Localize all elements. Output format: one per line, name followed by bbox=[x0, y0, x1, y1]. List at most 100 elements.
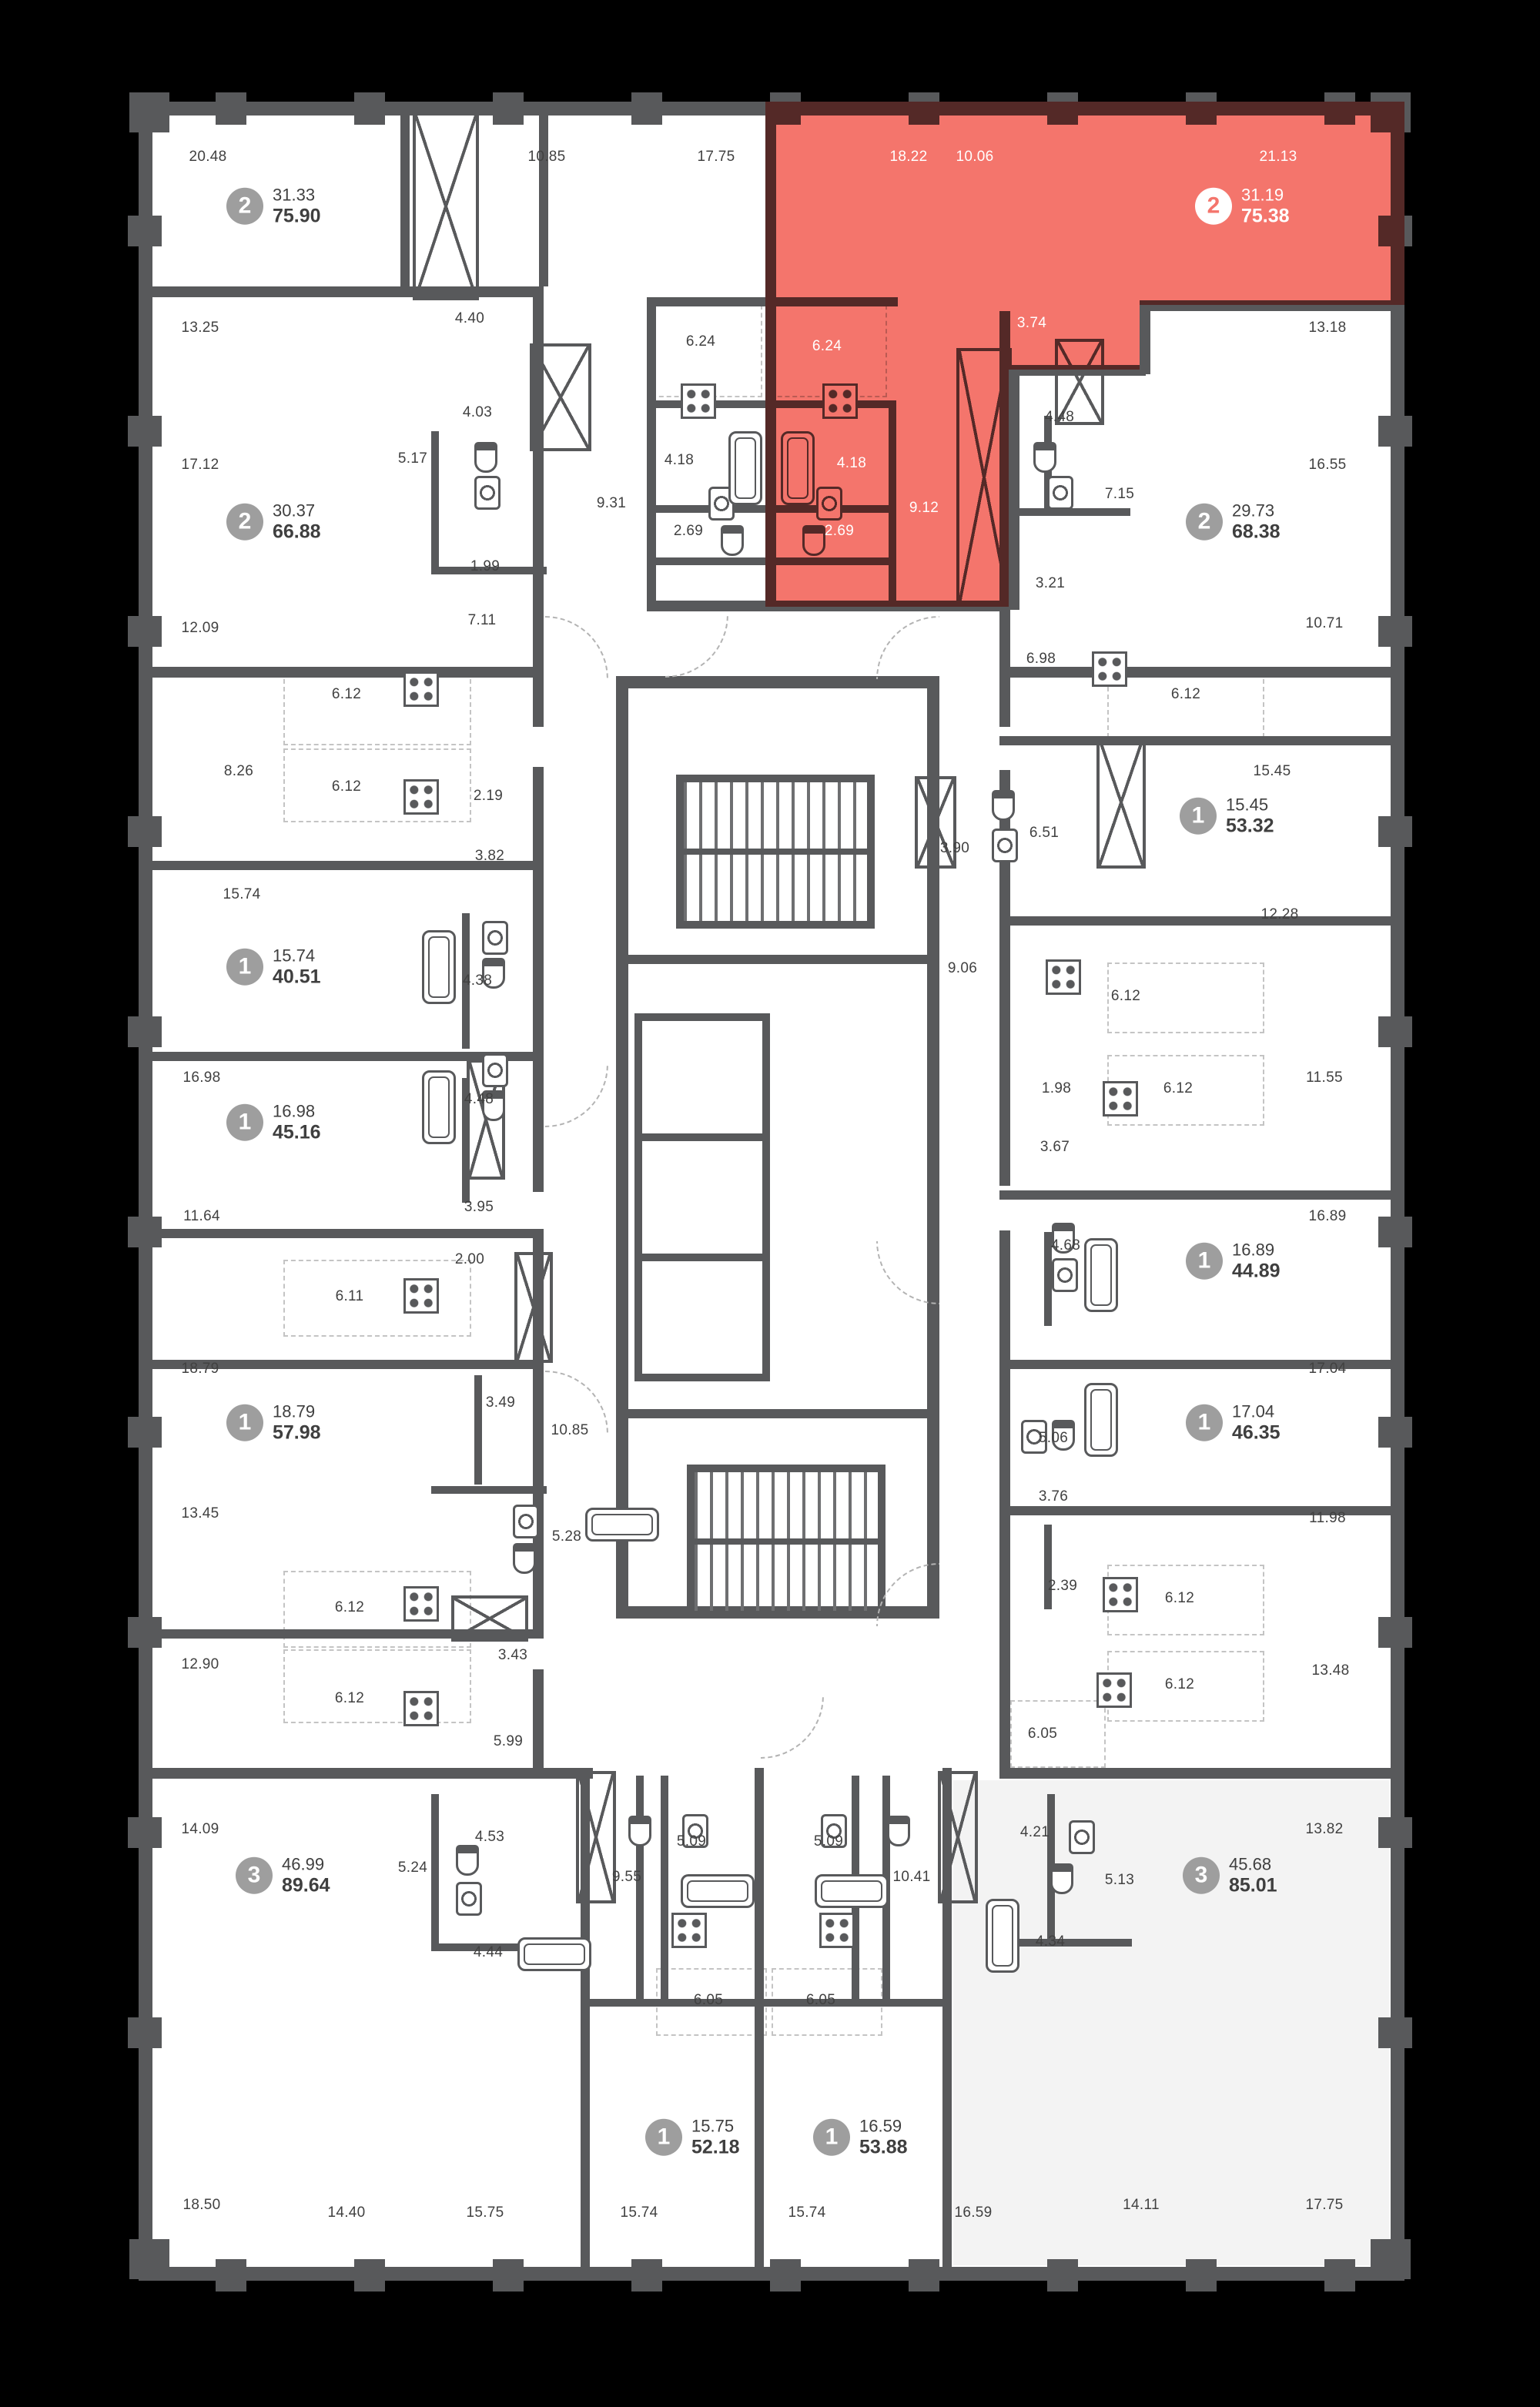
column-stub bbox=[128, 216, 162, 246]
dimension-label: 17.12 bbox=[181, 457, 219, 473]
total-area-value: 89.64 bbox=[282, 1874, 330, 1896]
dimension-label: 15.75 bbox=[466, 2204, 504, 2221]
wall bbox=[628, 1409, 927, 1418]
living-area-value: 16.59 bbox=[859, 2116, 902, 2136]
room-count-badge: 1 bbox=[1186, 1404, 1223, 1441]
column-stub bbox=[354, 2259, 385, 2292]
column-stub bbox=[1378, 2017, 1412, 2048]
dimension-label: 5.06 bbox=[1038, 1430, 1069, 1446]
shaft-icon bbox=[915, 776, 956, 869]
column-stub bbox=[128, 816, 162, 847]
living-area-value: 29.73 bbox=[1232, 500, 1275, 521]
tub-icon bbox=[681, 1874, 755, 1908]
dimension-label: 18.50 bbox=[182, 2197, 221, 2213]
column-stub bbox=[1324, 2259, 1355, 2292]
total-area-value: 53.32 bbox=[1226, 815, 1274, 837]
dimension-label: 7.11 bbox=[467, 612, 497, 628]
dimension-label: 5.17 bbox=[397, 450, 428, 467]
dimension-label: 15.74 bbox=[620, 2204, 658, 2221]
dimension-label: 2.69 bbox=[673, 523, 704, 539]
wall bbox=[999, 508, 1130, 516]
wall bbox=[999, 1190, 1391, 1200]
wall bbox=[431, 567, 547, 574]
dimension-label: 9.31 bbox=[596, 495, 627, 511]
dimension-label: 6.98 bbox=[1026, 651, 1056, 667]
tub-icon bbox=[815, 1874, 889, 1908]
wall bbox=[999, 916, 1391, 926]
room-count-badge: 2 bbox=[1186, 504, 1223, 541]
wall bbox=[585, 1999, 947, 2007]
column-stub bbox=[493, 92, 524, 125]
total-area-value: 66.88 bbox=[273, 521, 321, 543]
dimension-label: 3.67 bbox=[1040, 1139, 1070, 1155]
dimension-label: 5.28 bbox=[551, 1528, 582, 1545]
tub-icon bbox=[422, 930, 456, 1004]
sink-icon bbox=[1069, 1820, 1095, 1854]
total-area-value: 40.51 bbox=[273, 966, 321, 988]
sink-icon bbox=[992, 829, 1018, 862]
sink-icon bbox=[821, 1814, 847, 1848]
wall bbox=[431, 431, 439, 570]
dimension-label: 10.85 bbox=[551, 1422, 589, 1438]
column-stub bbox=[128, 1016, 162, 1047]
wc-icon bbox=[1050, 1863, 1073, 1894]
wall bbox=[539, 115, 548, 286]
column-stub bbox=[1378, 1417, 1412, 1448]
wall bbox=[400, 115, 410, 286]
tub-icon bbox=[585, 1508, 659, 1542]
living-area-value: 15.45 bbox=[1226, 795, 1269, 815]
dimension-label: 6.05 bbox=[805, 1992, 836, 2008]
dimension-label: 5.09 bbox=[813, 1833, 844, 1850]
dimension-label: 13.48 bbox=[1311, 1662, 1350, 1679]
wall bbox=[152, 1052, 544, 1061]
dimension-label: 11.98 bbox=[1309, 1510, 1346, 1526]
stove-icon bbox=[403, 671, 439, 707]
dimension-label: 14.11 bbox=[1123, 2197, 1160, 2213]
wall bbox=[533, 767, 544, 1192]
dimension-label: 18.79 bbox=[181, 1361, 219, 1377]
shaft-icon bbox=[530, 343, 591, 451]
total-area-value: 68.38 bbox=[1232, 521, 1281, 543]
living-area-value: 15.74 bbox=[273, 946, 316, 966]
dimension-label: 14.40 bbox=[327, 2204, 366, 2221]
staircase bbox=[687, 1465, 886, 1619]
wall bbox=[927, 676, 939, 1619]
wall bbox=[999, 1230, 1010, 1769]
sink-icon bbox=[474, 476, 500, 510]
dimension-label: 5.24 bbox=[397, 1860, 428, 1876]
dimension-label: 6.12 bbox=[1164, 1590, 1195, 1606]
dimension-label: 3.76 bbox=[1038, 1488, 1069, 1505]
column-stub bbox=[1378, 416, 1412, 447]
stove-icon bbox=[403, 1586, 439, 1622]
total-area-value: 52.18 bbox=[691, 2136, 740, 2158]
stove-icon bbox=[1092, 651, 1127, 687]
living-area-value: 31.19 bbox=[1241, 185, 1284, 205]
tub-icon bbox=[986, 1899, 1019, 1973]
wall bbox=[999, 1768, 1391, 1779]
wall bbox=[533, 1669, 544, 1769]
total-area-value: 85.01 bbox=[1229, 1874, 1277, 1896]
wall bbox=[999, 770, 1010, 1186]
total-area-value: 45.16 bbox=[273, 1121, 321, 1143]
stove-icon bbox=[1103, 1577, 1138, 1612]
